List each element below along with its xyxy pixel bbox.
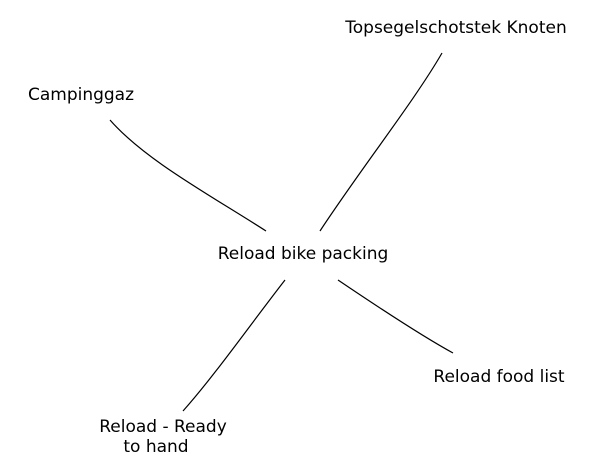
node-reload-ready-line-1: Reload - Ready — [99, 417, 227, 437]
node-reload-ready-to-hand[interactable]: Reload - Ready to hand — [99, 417, 227, 457]
node-campinggaz[interactable]: Campinggaz — [28, 85, 134, 105]
central-node-label: Reload bike packing — [218, 244, 389, 264]
connector-food — [337, 279, 454, 354]
central-node[interactable]: Reload bike packing — [218, 244, 389, 264]
node-reload-food-list[interactable]: Reload food list — [433, 367, 565, 387]
node-topsegelschotstek[interactable]: Topsegelschotstek Knoten — [344, 18, 566, 38]
node-reload-ready-line-2: to hand — [123, 437, 188, 457]
node-topsegelschotstek-label: Topsegelschotstek Knoten — [344, 18, 566, 38]
node-campinggaz-label: Campinggaz — [28, 85, 134, 105]
connector-campinggaz — [109, 119, 267, 232]
node-reload-food-list-label: Reload food list — [433, 367, 565, 387]
connector-topsegel — [319, 52, 443, 232]
connector-ready — [182, 279, 286, 412]
